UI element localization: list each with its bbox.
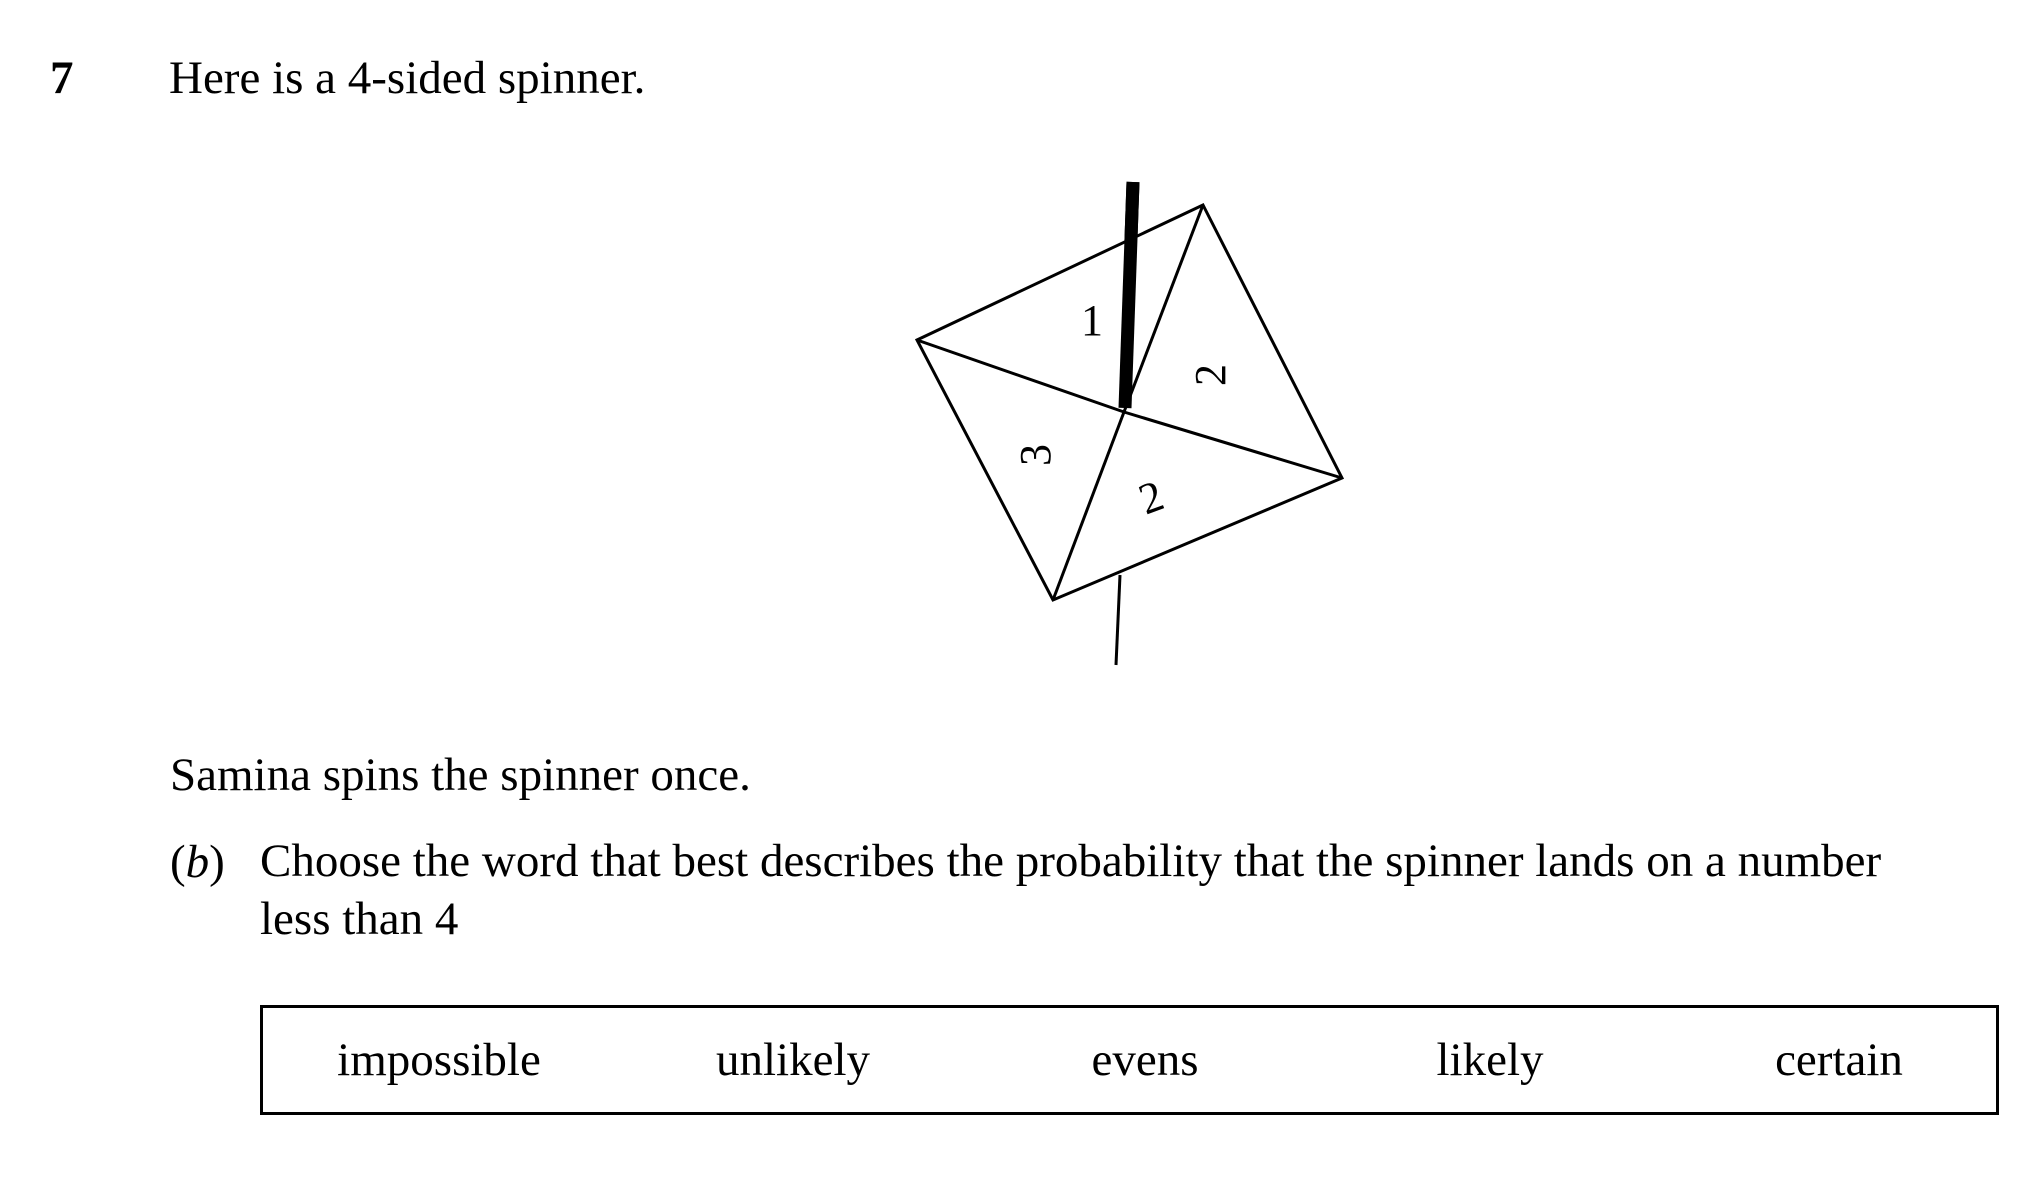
part-label: (b)	[170, 832, 225, 892]
question-stem: Samina spins the spinner once.	[170, 749, 751, 801]
answer-options-box: impossible unlikely evens likely certain	[260, 1005, 1999, 1115]
spinner-diagram: 1 2 3 2	[880, 170, 1360, 670]
option-unlikely[interactable]: unlikely	[715, 1034, 871, 1086]
divider-line	[1123, 410, 1343, 480]
option-likely[interactable]: likely	[1436, 1034, 1544, 1086]
divider-line	[1122, 204, 1205, 413]
part-label-close: )	[209, 836, 225, 888]
question-number: 7	[50, 52, 74, 104]
option-impossible[interactable]: impossible	[337, 1034, 541, 1086]
option-evens[interactable]: evens	[1091, 1034, 1199, 1086]
spindle-bottom	[1114, 574, 1122, 666]
section-label: 1	[1081, 296, 1103, 345]
divider-line	[1051, 411, 1126, 601]
option-certain[interactable]: certain	[1775, 1034, 1903, 1086]
part-label-letter: b	[185, 836, 210, 888]
section-label: 3	[1011, 444, 1060, 466]
spinner-svg: 1 2 3 2	[914, 181, 1345, 666]
part-label-open: (	[170, 836, 186, 888]
part-question-text: Choose the word that best describes the …	[260, 835, 1882, 945]
section-label: 2	[1186, 364, 1235, 386]
question-intro: Here is a 4-sided spinner.	[169, 52, 646, 104]
divider-line	[916, 338, 1125, 414]
spindle-top-overlay	[1118, 181, 1140, 409]
